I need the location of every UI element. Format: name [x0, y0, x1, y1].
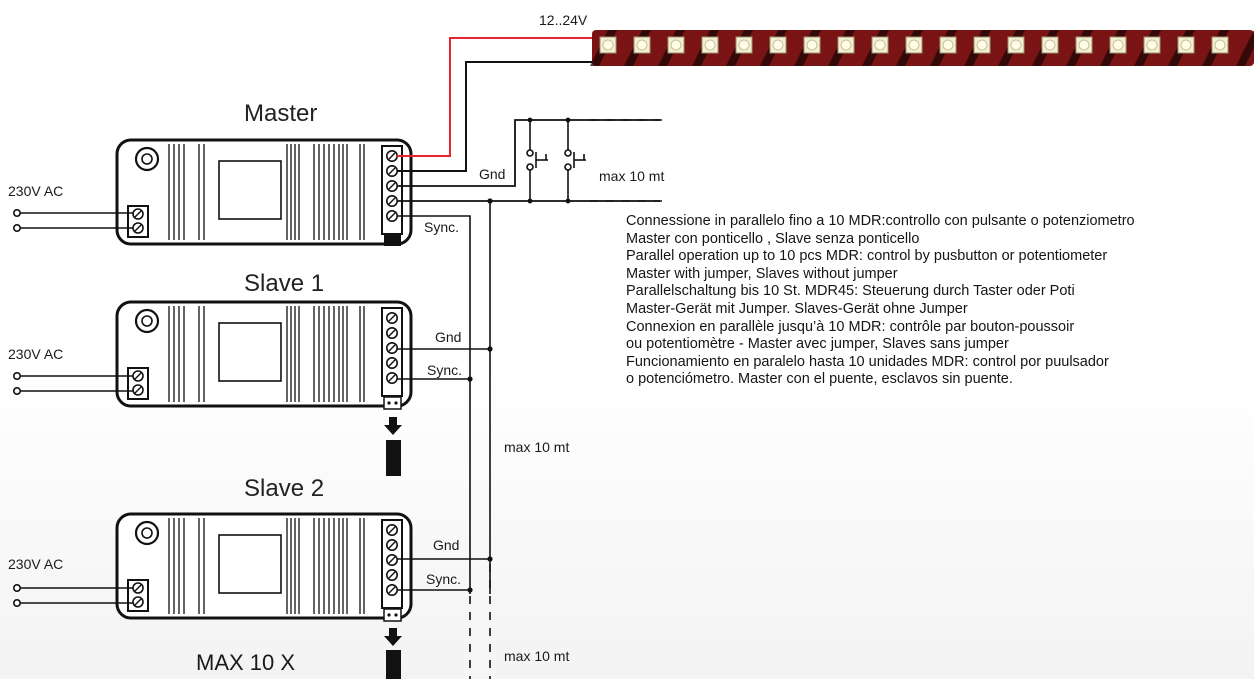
description-line: Funcionamiento en paralelo hasta 10 unid…	[626, 353, 1109, 370]
master-ac-label: 230V AC	[8, 183, 64, 199]
led-chip	[1041, 36, 1059, 54]
led-chip	[803, 36, 821, 54]
led-chip	[599, 36, 617, 54]
led-chip	[1007, 36, 1025, 54]
master-title: Master	[244, 100, 318, 127]
led-chip	[1075, 36, 1093, 54]
led-chip	[769, 36, 787, 54]
led-strip	[590, 30, 1254, 66]
slaves-distance-label: max 10 mt	[504, 439, 570, 455]
slave1-title: Slave 1	[244, 270, 325, 297]
slave1-sync-label: Sync.	[427, 362, 463, 378]
master-unit	[115, 138, 413, 246]
jumper-removed-slave2	[384, 628, 402, 679]
led-chip	[701, 36, 719, 54]
description-line: o potenciómetro. Master con el puente, e…	[626, 371, 1013, 388]
master-sync-label: Sync.	[424, 219, 460, 235]
description-line: Master-Gerät mit Jumper. Slaves-Gerät oh…	[626, 300, 968, 317]
description-line: Connexion en parallèle jusqu’à 10 MDR: c…	[626, 318, 1075, 335]
slave1-gnd-label: Gnd	[435, 329, 462, 345]
dashed-continuation	[469, 119, 662, 679]
pushbutton-2	[564, 120, 586, 201]
slave2-ac-label: 230V AC	[8, 556, 64, 572]
led-chip	[1109, 36, 1127, 54]
bottom-distance-label: max 10 mt	[504, 648, 570, 664]
slave1-ac-label: 230V AC	[8, 346, 64, 362]
jumper	[384, 234, 401, 246]
led-chip	[633, 36, 651, 54]
slave2-gnd-label: Gnd	[433, 537, 460, 553]
pushbutton-1	[526, 120, 548, 201]
led-chip	[939, 36, 957, 54]
slave2-unit	[115, 512, 413, 622]
description-line: Master with jumper, Slaves without jumpe…	[626, 265, 898, 282]
description-block: Connessione in parallelo fino a 10 MDR:c…	[626, 213, 1254, 389]
description-line: Parallelschaltung bis 10 St. MDR45: Steu…	[626, 283, 1075, 300]
led-chip	[1143, 36, 1161, 54]
led-chip	[667, 36, 685, 54]
description-line: ou potentiomètre - Master avec jumper, S…	[626, 336, 1009, 353]
max-units-label: MAX 10 X	[196, 650, 296, 675]
junction-dots	[467, 117, 571, 593]
slave2-sync-label: Sync.	[426, 571, 462, 587]
supply-voltage-label: 12..24V	[539, 12, 588, 28]
slave2-title: Slave 2	[244, 475, 325, 502]
led-chip	[735, 36, 753, 54]
master-gnd-label: Gnd	[479, 166, 506, 182]
jumper-removed-slave1	[384, 417, 402, 476]
led-chip	[837, 36, 855, 54]
description-line: Master con ponticello , Slave senza pont…	[626, 230, 920, 247]
description-line: Connessione in parallelo fino a 10 MDR:c…	[626, 213, 1135, 229]
slave1-unit	[115, 300, 413, 410]
ac-wires	[13, 209, 133, 607]
buttons-distance-label: max 10 mt	[599, 168, 665, 184]
led-chip	[973, 36, 991, 54]
description-line: Parallel operation up to 10 pcs MDR: con…	[626, 248, 1108, 265]
led-chip	[871, 36, 889, 54]
led-chip	[1177, 36, 1195, 54]
led-chip	[1211, 36, 1229, 54]
led-chip	[905, 36, 923, 54]
